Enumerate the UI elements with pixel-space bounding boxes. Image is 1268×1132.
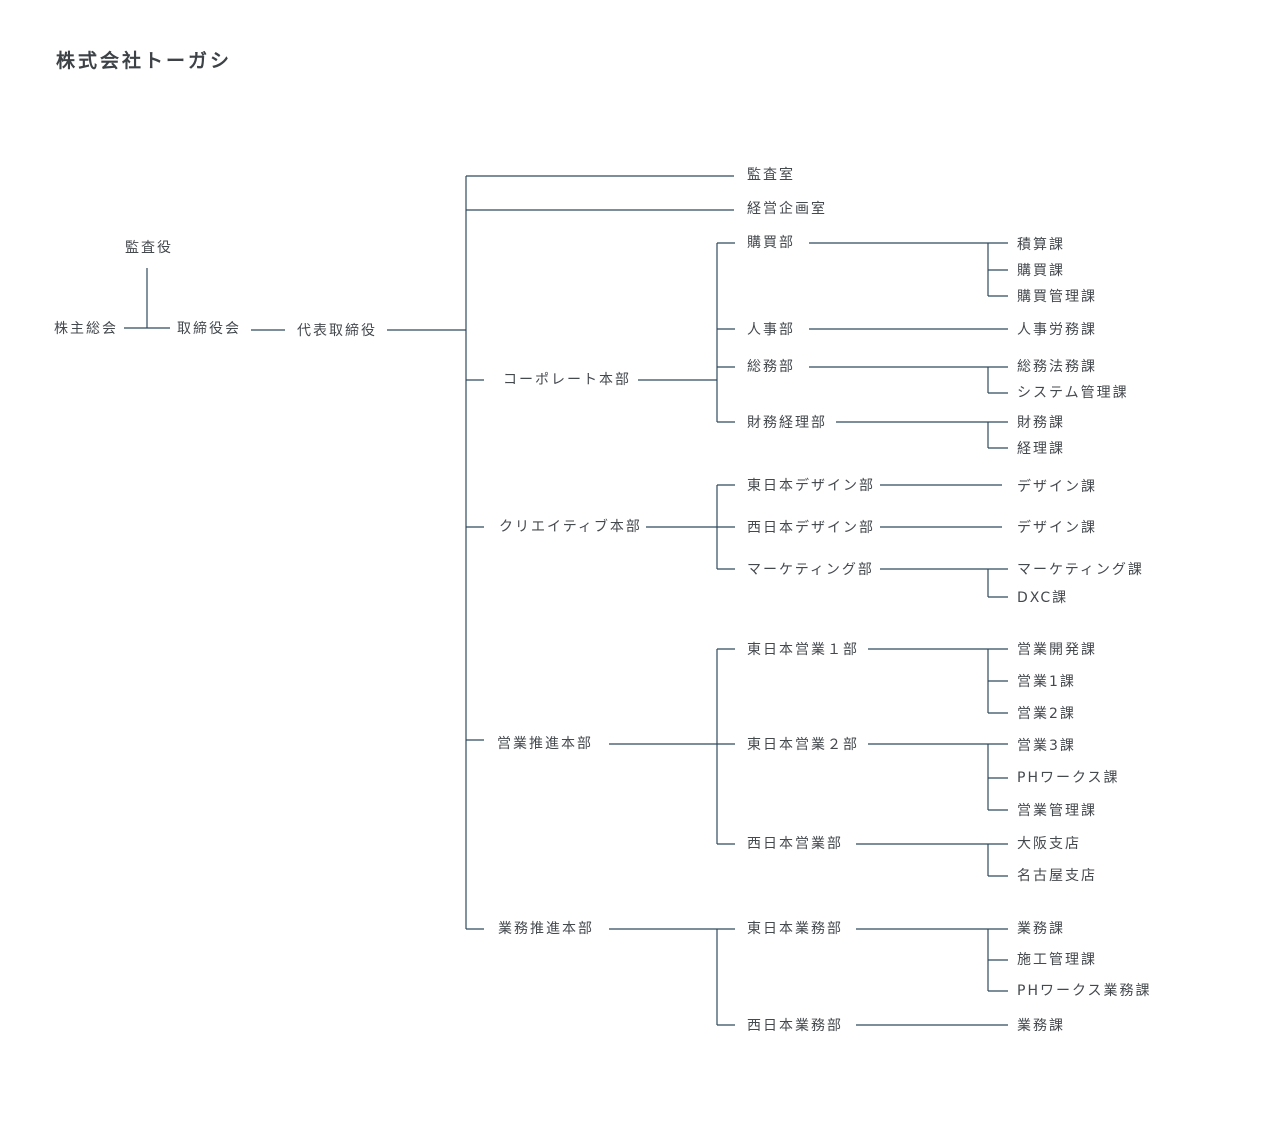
department-node: 財務経理部 [747, 415, 827, 431]
section-node: 購買管理課 [1017, 289, 1097, 305]
ceo-node: 代表取締役 [297, 323, 377, 339]
department-node: 西日本デザイン部 [747, 520, 875, 536]
section-node: 名古屋支店 [1017, 868, 1097, 884]
department-node: 西日本営業部 [747, 836, 843, 852]
department-node: 総務部 [747, 359, 795, 375]
section-node: 積算課 [1017, 237, 1065, 253]
division-node: 業務推進本部 [498, 921, 594, 937]
section-node: 業務課 [1017, 1018, 1065, 1034]
section-node: システム管理課 [1017, 385, 1129, 401]
section-node: 営業1課 [1017, 674, 1076, 690]
shareholders-meeting-node: 株主総会 [54, 321, 118, 337]
section-node: 総務法務課 [1017, 359, 1097, 375]
division-node: 営業推進本部 [497, 736, 593, 752]
section-node: PHワークス課 [1017, 770, 1120, 786]
department-node: 西日本業務部 [747, 1018, 843, 1034]
section-node: 業務課 [1017, 921, 1065, 937]
section-node: PHワークス業務課 [1017, 983, 1152, 999]
division-node: クリエイティブ本部 [499, 519, 642, 535]
section-node: DXC課 [1017, 590, 1069, 606]
section-node: 購買課 [1017, 263, 1065, 279]
section-node: デザイン課 [1017, 479, 1097, 495]
board-node: 取締役会 [177, 321, 241, 337]
section-node: 営業管理課 [1017, 803, 1097, 819]
department-node: マーケティング部 [747, 562, 874, 578]
office-node: 監査室 [747, 167, 795, 183]
section-node: 人事労務課 [1017, 322, 1097, 338]
section-node: 経理課 [1017, 441, 1065, 457]
department-node: 東日本デザイン部 [747, 478, 875, 494]
section-node: 営業3課 [1017, 738, 1076, 754]
department-node: 人事部 [747, 322, 795, 338]
department-node: 東日本業務部 [747, 921, 843, 937]
section-node: 営業2課 [1017, 706, 1076, 722]
section-node: 大阪支店 [1017, 836, 1081, 852]
department-node: 東日本営業２部 [747, 737, 859, 753]
department-node: 東日本営業１部 [747, 642, 859, 658]
section-node: 財務課 [1017, 415, 1065, 431]
section-node: 営業開発課 [1017, 642, 1097, 658]
division-node: コーポレート本部 [503, 372, 631, 388]
company-name: 株式会社トーガシ [56, 50, 233, 72]
section-node: デザイン課 [1017, 520, 1097, 536]
auditor-node: 監査役 [125, 240, 173, 256]
office-node: 経営企画室 [747, 201, 827, 217]
department-node: 購買部 [747, 235, 795, 251]
section-node: マーケティング課 [1017, 562, 1144, 578]
section-node: 施工管理課 [1017, 952, 1097, 968]
